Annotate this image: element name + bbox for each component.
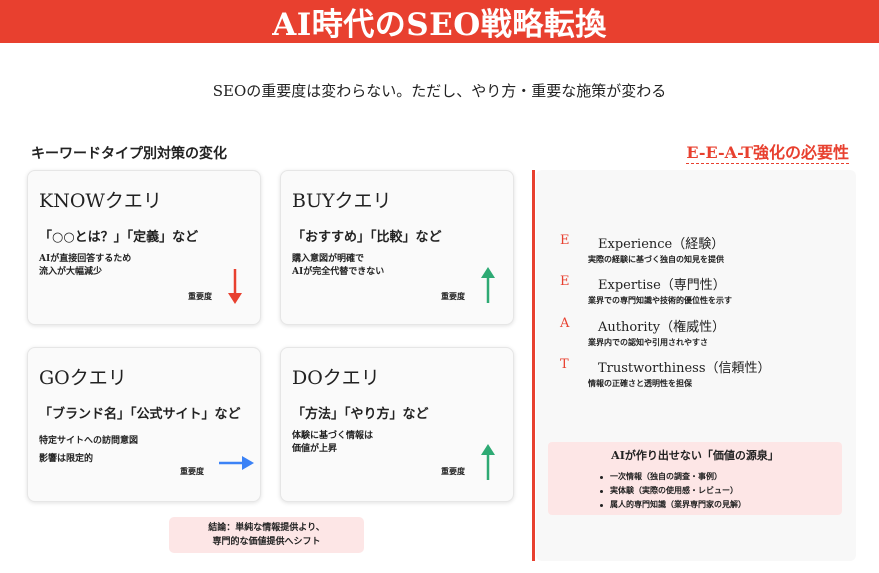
- importance-label: 重要度: [180, 466, 204, 476]
- eeat-section-title: E-E-A-T強化の必要性: [686, 143, 849, 164]
- eeat-description: 業界内での認知や引用されやすさ: [588, 337, 708, 347]
- card-example: 「○○とは？」「定義」など: [39, 230, 199, 245]
- eeat-letter: T: [560, 357, 569, 372]
- card-description: AIが直接回答するため 流入が大幅減少: [39, 253, 131, 279]
- card-desc-line: AIが直接回答するため: [39, 254, 132, 264]
- arrow-up-icon: [481, 267, 495, 303]
- page-subtitle: SEOの重要度は変わらない。ただし、やり方・重要な施策が変わる: [212, 82, 667, 100]
- card-desc-line: 特定サイトへの訪問意図: [39, 436, 139, 446]
- eeat-description: 情報の正確さと透明性を担保: [588, 378, 692, 388]
- eeat-description: 実際の経験に基づく独自の知見を提供: [588, 254, 724, 264]
- card-title: KNOWクエリ: [39, 190, 162, 212]
- list-item-text: 一次情報（独自の調査・事例）: [610, 471, 722, 481]
- page-title: AI時代のSEO戦略転換: [272, 7, 607, 43]
- eeat-name: Expertise（専門性）: [598, 278, 726, 293]
- eeat-description: 業界での専門知識や技術的優位性を示す: [588, 295, 732, 305]
- keyword-section-title: キーワードタイプ別対策の変化: [31, 146, 227, 162]
- card-title: GOクエリ: [39, 367, 127, 389]
- card-example: 「ブランド名」「公式サイト」など: [39, 407, 241, 422]
- section-divider: [532, 170, 535, 561]
- card-example: 「方法」「やり方」など: [292, 407, 429, 422]
- card-title: DOクエリ: [292, 367, 380, 389]
- know-query-card: KNOWクエリ 「○○とは？」「定義」など AIが直接回答するため 流入が大幅減…: [27, 170, 261, 325]
- card-description: 購入意図が明確で AIが完全代替できない: [292, 253, 384, 279]
- list-item-text: 属人的専門知識（業界専門家の見解）: [610, 499, 746, 509]
- list-item: 実体験（実際の使用感・レビュー）: [600, 483, 746, 497]
- value-source-title: AIが作り出せない「価値の源泉」: [611, 449, 779, 462]
- card-desc-line: 体験に基づく情報は: [292, 431, 374, 441]
- card-desc-line: 価値が上昇: [292, 444, 338, 454]
- importance-label: 重要度: [441, 291, 465, 301]
- buy-query-card: BUYクエリ 「おすすめ」「比較」など 購入意図が明確で AIが完全代替できない…: [280, 170, 514, 325]
- eeat-panel: E Experience（経験） 実際の経験に基づく独自の知見を提供 E Exp…: [536, 170, 856, 561]
- eeat-letter: E: [560, 274, 570, 289]
- arrow-right-icon: [219, 456, 254, 470]
- value-source-box: AIが作り出せない「価値の源泉」 一次情報（独自の調査・事例） 実体験（実際の使…: [548, 442, 842, 515]
- bullet-icon: [600, 475, 603, 479]
- arrow-up-icon: [481, 444, 495, 480]
- card-desc-line: AIが完全代替できない: [292, 267, 385, 277]
- do-query-card: DOクエリ 「方法」「やり方」など 体験に基づく情報は 価値が上昇 重要度: [280, 347, 514, 502]
- card-example: 「おすすめ」「比較」など: [292, 230, 442, 245]
- bullet-icon: [600, 489, 603, 493]
- arrow-down-icon: [228, 269, 242, 304]
- eeat-name: Experience（経験）: [598, 237, 725, 252]
- list-item: 一次情報（独自の調査・事例）: [600, 469, 746, 483]
- value-source-list: 一次情報（独自の調査・事例） 実体験（実際の使用感・レビュー） 属人的専門知識（…: [600, 469, 746, 511]
- bullet-icon: [600, 503, 603, 507]
- conclusion-box: 結論：単純な情報提供より、 専門的な価値提供へシフト: [169, 517, 364, 553]
- eeat-letter: E: [560, 233, 570, 248]
- card-description: 特定サイトへの訪問意図 影響は限定的: [39, 432, 138, 468]
- card-desc-line: 影響は限定的: [39, 454, 94, 464]
- eeat-name: Trustworthiness（信頼性）: [598, 361, 771, 376]
- card-title: BUYクエリ: [292, 190, 392, 212]
- importance-label: 重要度: [441, 466, 465, 476]
- importance-label: 重要度: [188, 291, 212, 301]
- card-description: 体験に基づく情報は 価値が上昇: [292, 430, 373, 456]
- card-desc-line: 流入が大幅減少: [39, 267, 103, 277]
- eeat-letter: A: [560, 316, 570, 331]
- list-item: 属人的専門知識（業界専門家の見解）: [600, 497, 746, 511]
- conclusion-line: 結論：単純な情報提供より、: [208, 523, 325, 533]
- go-query-card: GOクエリ 「ブランド名」「公式サイト」など 特定サイトへの訪問意図 影響は限定…: [27, 347, 261, 502]
- list-item-text: 実体験（実際の使用感・レビュー）: [610, 485, 738, 495]
- title-banner: AI時代のSEO戦略転換: [0, 0, 879, 43]
- conclusion-line: 専門的な価値提供へシフト: [212, 537, 321, 547]
- card-desc-line: 購入意図が明確で: [292, 254, 365, 264]
- eeat-name: Authority（権威性）: [598, 320, 726, 335]
